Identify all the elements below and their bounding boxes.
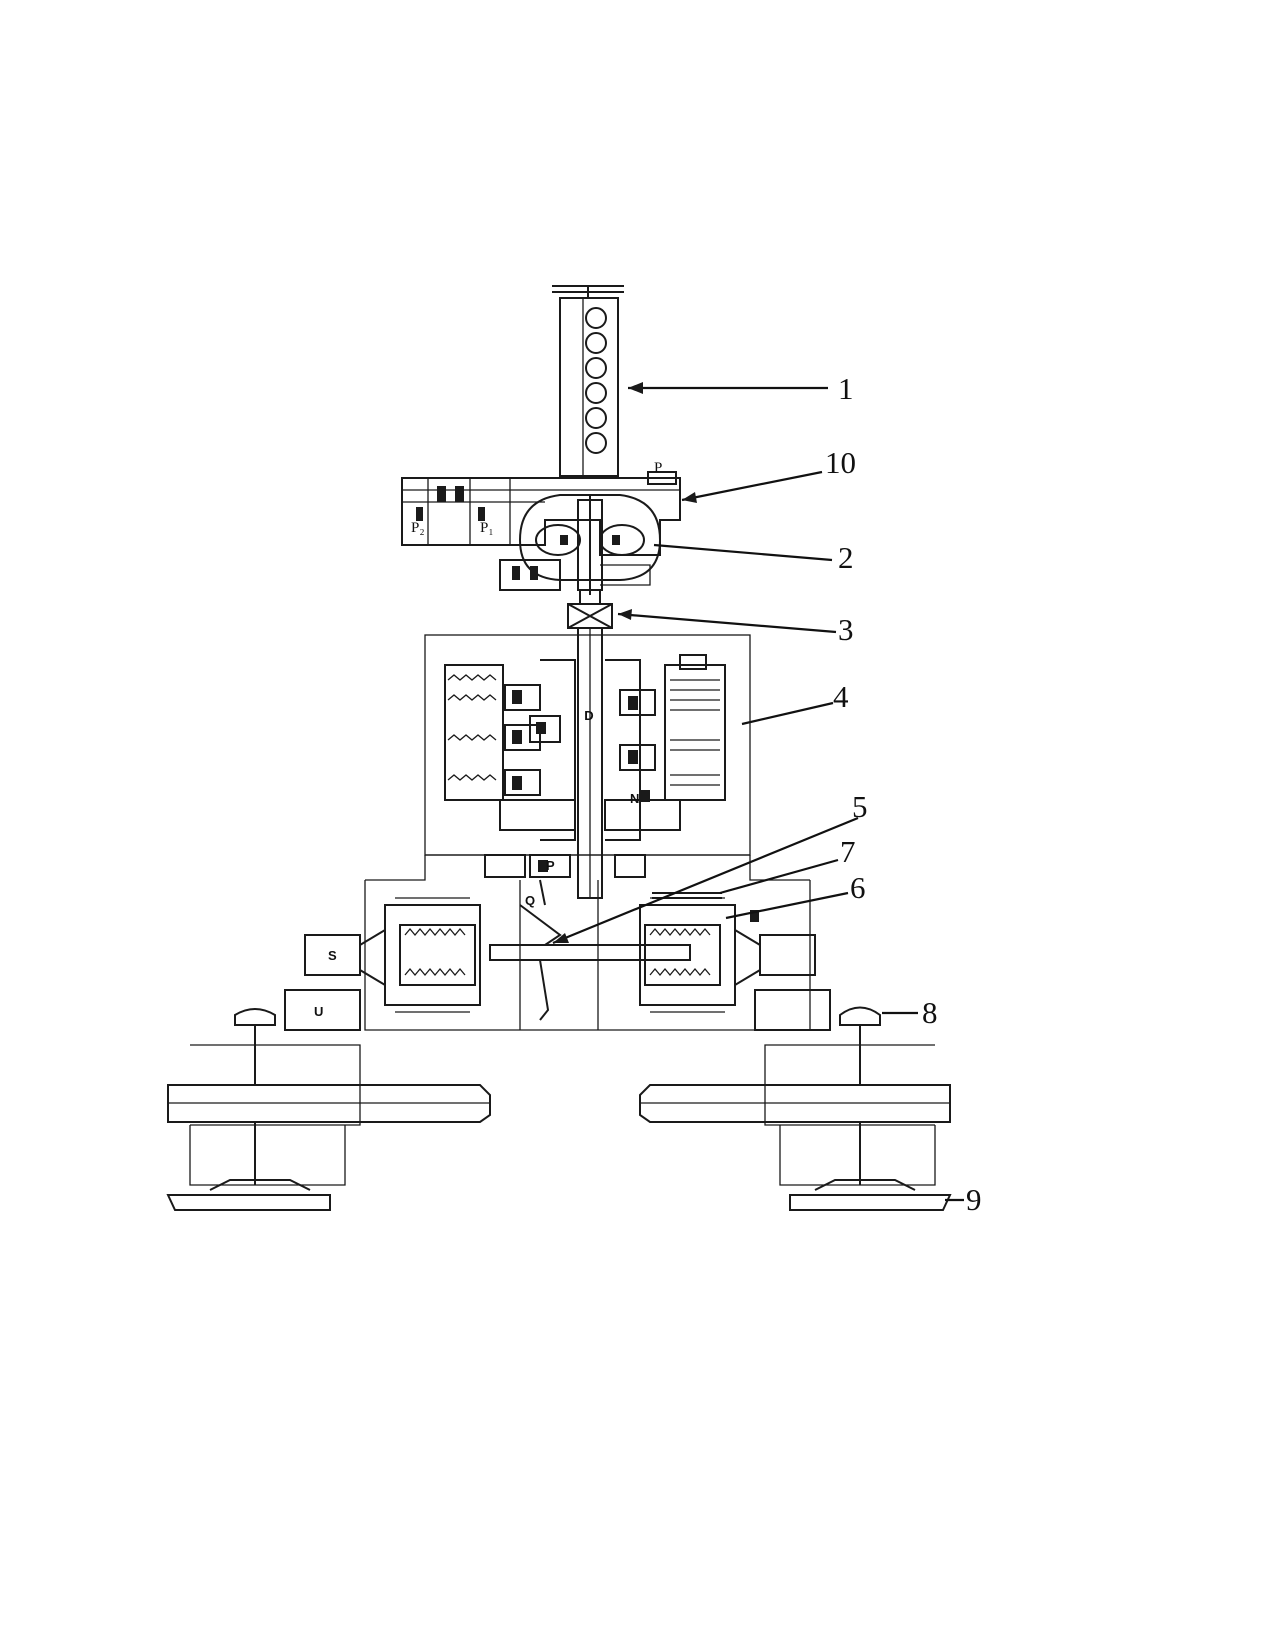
port-p-label: P [654, 460, 662, 476]
leader-lines [552, 382, 964, 1202]
right-final-drive [639, 989, 951, 1191]
gearbox: D P N [424, 627, 751, 899]
port-p1-label: P₁ [480, 520, 494, 536]
callout-7: 7 [840, 834, 856, 869]
callout-2: 2 [838, 540, 854, 575]
callout-9: 9 [966, 1182, 982, 1217]
port-p2-label: P₂ [411, 520, 425, 536]
callout-3: 3 [838, 612, 854, 647]
mark-q: Q [525, 893, 535, 908]
callout-8: 8 [922, 995, 938, 1030]
callout-10: 10 [825, 445, 856, 480]
left-steering-clutch: S [304, 897, 481, 1013]
control-valve-block: P P₂ P₁ [401, 460, 681, 556]
engine [552, 285, 624, 477]
callout-5: 5 [852, 789, 868, 824]
right-steering-clutch [639, 897, 816, 1013]
callout-numbers: 1 10 2 3 4 5 7 6 8 9 [825, 371, 982, 1217]
final-drive-housing: Q [364, 855, 811, 1031]
mark-s: S [328, 948, 337, 963]
universal-joint [567, 590, 613, 629]
mark-d: D [584, 708, 593, 723]
torque-converter [499, 494, 662, 595]
track-shoe [789, 1194, 952, 1211]
mark-u: U [314, 1004, 323, 1019]
callout-1: 1 [838, 371, 854, 406]
left-final-drive: U [166, 989, 491, 1211]
callout-6: 6 [850, 870, 866, 905]
mark-n: N [630, 791, 639, 806]
mark-p: P [546, 858, 555, 873]
callout-4: 4 [833, 679, 849, 714]
